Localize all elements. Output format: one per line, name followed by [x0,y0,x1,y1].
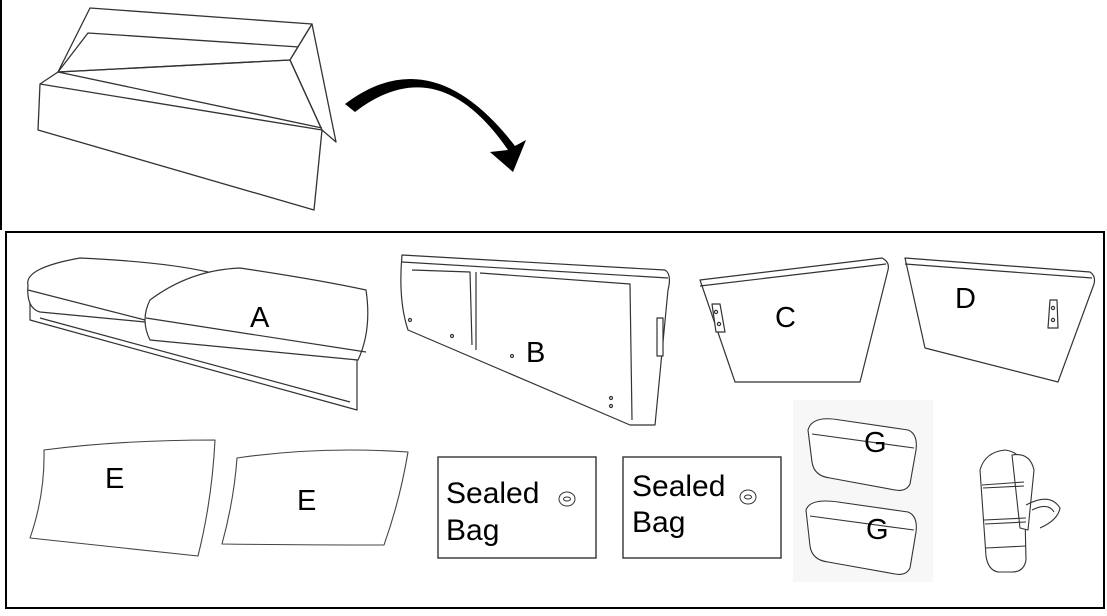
sealed-bag-1-line2: Bag [446,514,499,547]
part-g-cushion-1 [807,418,917,491]
part-a-base [27,257,369,411]
open-box-icon [37,7,337,211]
parts-frame [5,231,1105,609]
bag-1-hang-hole-icon [558,491,576,507]
sealed-bag-1 [437,456,597,559]
label-g-2: G [866,514,889,546]
label-g-1: G [864,427,887,459]
part-d-side-panel [904,257,1096,383]
curved-arrow-icon [345,78,526,172]
part-e-cushion-1 [29,439,216,557]
sealed-bag-2 [622,456,782,559]
label-e-1: E [105,463,124,495]
part-c-side-panel [699,257,889,383]
part-g-cushion-2 [805,500,917,575]
part-e-cushion-2 [221,449,409,546]
label-a: A [250,302,270,334]
label-c: C [775,302,796,334]
sealed-bag-2-line1: Sealed [632,470,725,503]
label-b: B [526,337,545,369]
bag-2-hang-hole-icon [739,489,757,505]
label-e-2: E [297,485,316,517]
sealed-bag-2-line2: Bag [632,506,685,539]
strap-bundle-icon [979,449,1061,573]
part-b-backrest [400,254,671,426]
label-d: D [955,283,976,315]
sealed-bag-1-line1: Sealed [446,477,539,510]
